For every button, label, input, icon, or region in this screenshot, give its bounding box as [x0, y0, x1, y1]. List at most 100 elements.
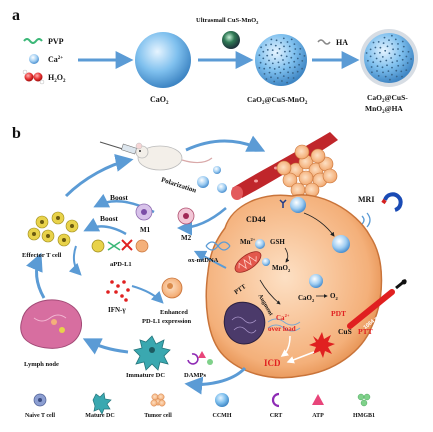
ha-label: HA [336, 38, 348, 47]
released-nanoparticles [255, 235, 350, 288]
o2-label: O [330, 292, 336, 300]
svg-text:O2: O2 [330, 292, 338, 301]
cao2-cus-mno2-sphere [255, 34, 307, 86]
cus-mno2-nanoparticle [222, 31, 240, 49]
damps-label: DAMPs [184, 372, 206, 379]
ca-label: Ca [48, 55, 58, 64]
injection-to-tumor-arrow [185, 135, 266, 152]
svg-text:Mn2+: Mn2+ [240, 237, 256, 246]
ifn-gamma-label: IFN-γ [108, 306, 126, 314]
polarization-label: Polarization [160, 176, 197, 195]
t-cell-to-mouse-arrow [64, 154, 134, 198]
effector-t-cell-cluster [27, 211, 79, 247]
final-np-label-line2: MnO [365, 104, 382, 113]
boost-label-1: Boost [110, 193, 128, 202]
immature-dc-label: Immature DC [126, 372, 165, 379]
targeting-nanoparticle [290, 197, 306, 213]
crt-icon [271, 392, 280, 408]
h2o2-label: H [48, 73, 55, 82]
mouse-icon [135, 142, 213, 171]
syringe-icon [99, 141, 137, 155]
m1-macrophage-icon [135, 203, 153, 221]
cao2-b-label: CaO [298, 294, 313, 302]
atp-icon [312, 394, 324, 405]
pdt-label: PDT [331, 309, 346, 318]
polarization-arrow [177, 207, 227, 236]
pvp-icon [23, 38, 43, 44]
apd-l1-label: aPD-L1 [110, 261, 132, 268]
svg-text:MnO2@HA: MnO2@HA [365, 104, 403, 115]
m2-label: M2 [181, 234, 192, 242]
tumor-cell-icon [150, 393, 166, 407]
legend-label: CRT [270, 413, 282, 419]
cao2-sphere [135, 32, 191, 88]
legend-label: ATP [312, 413, 324, 419]
pvp-label: PVP [48, 37, 64, 46]
ca-legend: Ca2+ [29, 54, 63, 64]
lymph-node-icon [20, 299, 82, 349]
dc-to-lymph-arrow [82, 338, 129, 355]
mno2-label: MnO [272, 264, 289, 272]
enhanced-label-2: PD-L1 expression [142, 318, 192, 325]
legend-label: Naive T cell [25, 413, 55, 419]
m2-macrophage-icon [177, 207, 195, 225]
enhanced-label-1: Enhanced [160, 309, 188, 316]
ha-icon [317, 39, 331, 45]
panel-b-label: b [12, 125, 21, 142]
legend-label: CCMH [213, 413, 232, 419]
panel-a-label: a [12, 7, 20, 24]
legend-label: Tumor cell [144, 413, 172, 419]
boost-label-2: Boost [100, 214, 118, 223]
icd-to-dc-arrow [184, 366, 247, 395]
svg-text:H2O2: H2O2 [48, 73, 66, 84]
svg-text:CaO2: CaO2 [298, 294, 315, 303]
mri-signal-waves [361, 212, 371, 228]
dna-helix-icon [205, 241, 231, 251]
svg-text:Ca2+: Ca2+ [276, 313, 290, 322]
cao2-cus-mno2-label: CaO [247, 95, 262, 104]
boost-arrow-2 [83, 217, 127, 236]
mature-dc-icon [92, 392, 112, 415]
pd-l1-expressing-cell-icon [161, 277, 183, 299]
svg-text:MnO2: MnO2 [272, 264, 291, 273]
final-np-label-line1: CaO [367, 93, 382, 102]
svg-text:CaO2: CaO2 [150, 95, 169, 106]
legend-label: Mature DC [85, 413, 114, 419]
cao2-label: CaO [150, 95, 166, 104]
laser-device-icon [395, 278, 407, 290]
mn2-label: Mn [240, 238, 251, 246]
ptt-right-label: PTT [358, 327, 373, 336]
cus-label: CuS [338, 327, 352, 336]
svg-text:Ultrasmall CuS-MnO2: Ultrasmall CuS-MnO2 [196, 17, 259, 25]
ros-burst-icon [309, 332, 335, 358]
gsh-label: GSH [270, 238, 285, 246]
uptake-arrow [303, 212, 335, 237]
svg-text:CaO2@CuS-: CaO2@CuS- [367, 93, 408, 104]
cd44-label: CD44 [246, 215, 266, 224]
ca-overload-label: Ca [276, 314, 285, 322]
endoplasmic-reticulum-icon [267, 318, 301, 332]
magnet-icon [381, 192, 403, 212]
nucleus-icon [223, 301, 266, 345]
ca-overload-label-2: over load [268, 325, 296, 333]
mitochondrion-icon [234, 251, 262, 273]
ultrasmall-label: Ultrasmall CuS-MnO [196, 17, 256, 24]
tumor-cell [205, 194, 383, 379]
ca-sup: 2+ [58, 56, 64, 61]
immature-dc-icon [133, 335, 171, 371]
ox-mtdna-label: ox-mtDNA [188, 257, 219, 264]
legend-row: Naive T cell Mature DC Tumor cell CCMH CRT AT… [25, 392, 375, 419]
cao2-cus-mno2-ha-sphere [360, 29, 418, 87]
naive-t-cell-icon [33, 393, 47, 407]
ca-ion-icon [29, 54, 39, 64]
ifn-gamma-icon [106, 280, 130, 302]
icd-label: ICD [264, 358, 281, 368]
svg-text:CaO2@CuS-MnO2: CaO2@CuS-MnO2 [247, 95, 308, 106]
apd-l1-blockade-icon [91, 239, 149, 253]
lymph-node-label: Lymph node [24, 361, 59, 368]
circulating-nanoparticles [197, 166, 227, 193]
legend-label: HMGB1 [353, 413, 375, 419]
cd44-receptor [279, 199, 287, 208]
